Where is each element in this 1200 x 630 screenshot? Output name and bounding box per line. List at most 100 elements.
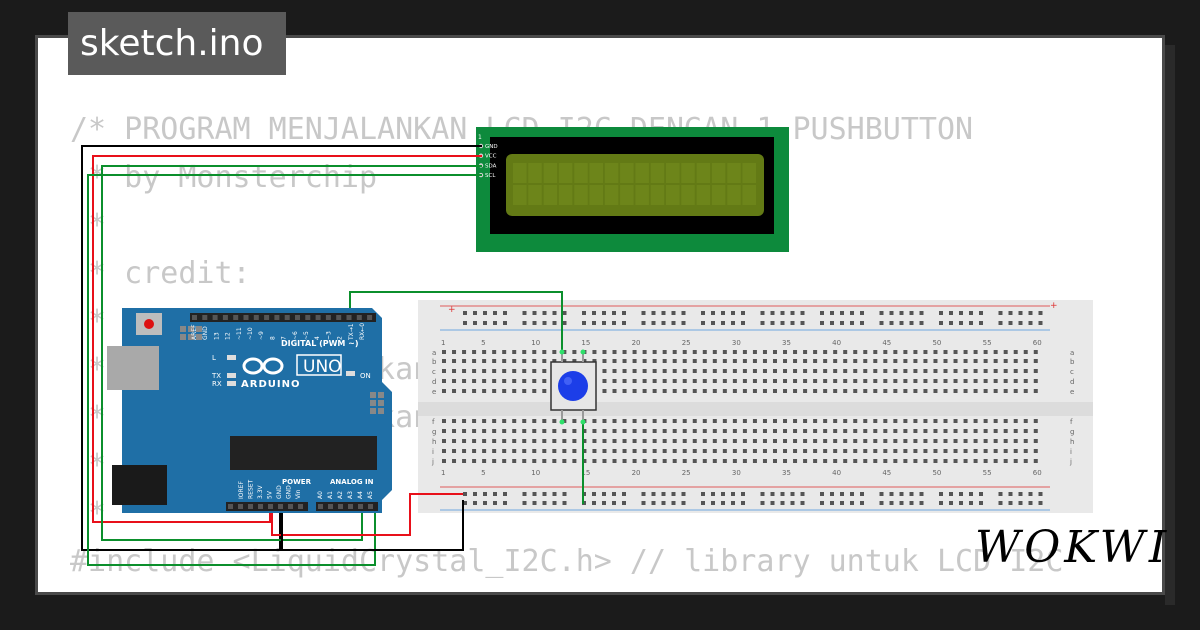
terminal-hole xyxy=(662,439,667,443)
terminal-hole xyxy=(652,359,657,363)
terminal-hole xyxy=(582,439,587,443)
header-hole xyxy=(278,504,283,509)
terminal-hole xyxy=(642,359,647,363)
terminal-hole xyxy=(793,379,798,383)
column-label: 15 xyxy=(581,469,590,477)
terminal-hole xyxy=(472,379,477,383)
rail-hole xyxy=(860,321,864,325)
breadboard[interactable]: + + 115510101515202025253030353540404545… xyxy=(418,300,1093,513)
header-hole xyxy=(233,315,239,320)
pushbutton-cap[interactable] xyxy=(558,371,588,401)
terminal-hole xyxy=(853,389,858,393)
terminal-hole xyxy=(542,350,547,354)
header-hole xyxy=(298,504,303,509)
rail-hole xyxy=(711,492,715,496)
digital-pin-label: TX→1 xyxy=(348,323,355,341)
pushbutton[interactable] xyxy=(550,349,597,425)
terminal-hole xyxy=(622,350,627,354)
terminal-hole xyxy=(903,419,908,423)
terminal-hole xyxy=(442,350,446,354)
rail-hole xyxy=(889,311,894,315)
terminal-hole xyxy=(512,439,517,443)
terminal-hole xyxy=(542,359,547,363)
terminal-hole xyxy=(913,429,918,433)
terminal-hole xyxy=(1013,389,1018,393)
terminal-hole xyxy=(472,429,477,433)
terminal-hole xyxy=(843,379,848,383)
terminal-hole xyxy=(853,379,858,383)
terminal-hole xyxy=(772,369,777,373)
rail-hole xyxy=(1038,492,1043,496)
terminal-hole xyxy=(752,419,757,423)
on-label: ON xyxy=(360,372,371,380)
lcd-cell xyxy=(666,185,680,205)
terminal-hole xyxy=(873,379,878,383)
terminal-hole xyxy=(652,459,657,463)
terminal-hole xyxy=(873,389,878,393)
terminal-hole xyxy=(803,439,808,443)
terminal-hole xyxy=(632,369,637,373)
header-strip xyxy=(316,502,378,511)
terminal-hole xyxy=(572,449,577,453)
terminal-hole xyxy=(682,459,687,463)
terminal-hole xyxy=(772,429,777,433)
reset-button-cap xyxy=(144,319,154,329)
terminal-hole xyxy=(873,359,878,363)
terminal-hole xyxy=(632,359,637,363)
lcd-cell xyxy=(666,163,680,183)
terminal-hole xyxy=(482,369,487,373)
terminal-hole xyxy=(913,419,918,423)
terminal-hole xyxy=(452,419,457,423)
uno-label: UNO xyxy=(303,357,342,377)
file-tab[interactable]: sketch.ino xyxy=(68,12,286,75)
rail-hole xyxy=(463,501,467,505)
terminal-hole xyxy=(943,419,948,423)
column-label: 30 xyxy=(732,469,741,477)
terminal-hole xyxy=(622,379,627,383)
terminal-hole xyxy=(783,419,788,423)
terminal-hole xyxy=(712,389,717,393)
rail-hole xyxy=(770,321,775,325)
wire-button-pin2 xyxy=(349,291,563,352)
column-label: 20 xyxy=(632,339,641,347)
terminal-hole xyxy=(492,350,497,354)
terminal-hole xyxy=(442,419,446,423)
digital-pin-label: 12 xyxy=(225,332,232,340)
terminal-hole xyxy=(772,359,777,363)
power-pin-header[interactable] xyxy=(226,502,308,511)
terminal-hole xyxy=(913,369,918,373)
terminal-hole xyxy=(752,449,757,453)
terminal-hole xyxy=(823,350,828,354)
terminal-hole xyxy=(853,439,858,443)
terminal-hole xyxy=(452,359,457,363)
digital-pin-header[interactable] xyxy=(190,313,376,322)
rail-hole xyxy=(909,492,914,496)
terminal-hole xyxy=(442,449,446,453)
terminal-hole xyxy=(572,429,577,433)
terminal-hole xyxy=(843,459,848,463)
terminal-hole xyxy=(933,419,938,423)
rail-hole xyxy=(711,311,715,315)
rail-hole xyxy=(701,501,705,505)
rail-hole xyxy=(651,501,656,505)
rail-hole xyxy=(899,321,904,325)
terminal-hole xyxy=(813,389,818,393)
terminal-hole xyxy=(632,429,637,433)
rail-hole xyxy=(840,492,844,496)
terminal-hole xyxy=(793,459,798,463)
terminal-hole xyxy=(983,359,988,363)
terminal-hole xyxy=(502,419,507,423)
terminal-hole xyxy=(893,439,898,443)
terminal-hole xyxy=(913,459,918,463)
analog-pin-header[interactable] xyxy=(316,502,378,511)
terminal-hole xyxy=(652,350,657,354)
column-label: 5 xyxy=(481,339,485,347)
terminal-hole xyxy=(793,419,798,423)
rail-hole xyxy=(949,311,953,315)
row-label: b xyxy=(432,358,437,366)
rail-hole xyxy=(592,501,596,505)
terminal-hole xyxy=(983,379,988,383)
